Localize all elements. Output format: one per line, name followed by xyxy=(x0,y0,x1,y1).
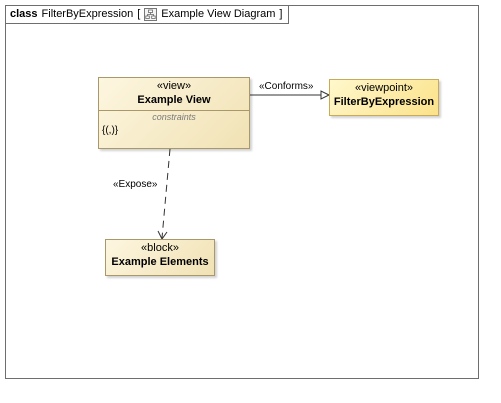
diagram-title: Example View Diagram xyxy=(161,8,276,20)
expose-label: «Expose» xyxy=(113,179,158,190)
view-name: Example View xyxy=(137,94,211,106)
conforms-label: «Conforms» xyxy=(259,81,314,92)
viewpoint-stereotype: «viewpoint» xyxy=(354,82,414,94)
diagram-kind-keyword: class xyxy=(10,8,38,20)
block-stereotype: «block» xyxy=(141,242,179,254)
constraints-compartment-title: constraints xyxy=(152,112,196,122)
diagram-owner-name: FilterByExpression xyxy=(41,8,134,20)
hollow-arrowhead-icon xyxy=(320,90,331,100)
diagram-frame-header: class FilterByExpression [ Example View … xyxy=(6,6,290,24)
viewpoint-node[interactable]: «viewpoint» FilterByExpression xyxy=(329,79,439,116)
compartment-divider xyxy=(99,110,249,111)
block-node[interactable]: «block» Example Elements xyxy=(105,239,215,276)
bracket-open: [ xyxy=(137,8,141,20)
view-node[interactable]: «view» Example View constraints {(,)} xyxy=(98,77,250,149)
block-name: Example Elements xyxy=(111,256,209,268)
constraint-text: {(,)} xyxy=(102,125,119,136)
diagram-frame: class FilterByExpression [ Example View … xyxy=(5,5,479,379)
expose-edge[interactable] xyxy=(157,148,171,240)
view-stereotype: «view» xyxy=(156,80,192,92)
diagram-icon xyxy=(144,8,158,21)
viewpoint-name: FilterByExpression xyxy=(333,96,435,108)
bracket-close: ] xyxy=(279,8,283,20)
conforms-edge[interactable] xyxy=(250,90,331,100)
